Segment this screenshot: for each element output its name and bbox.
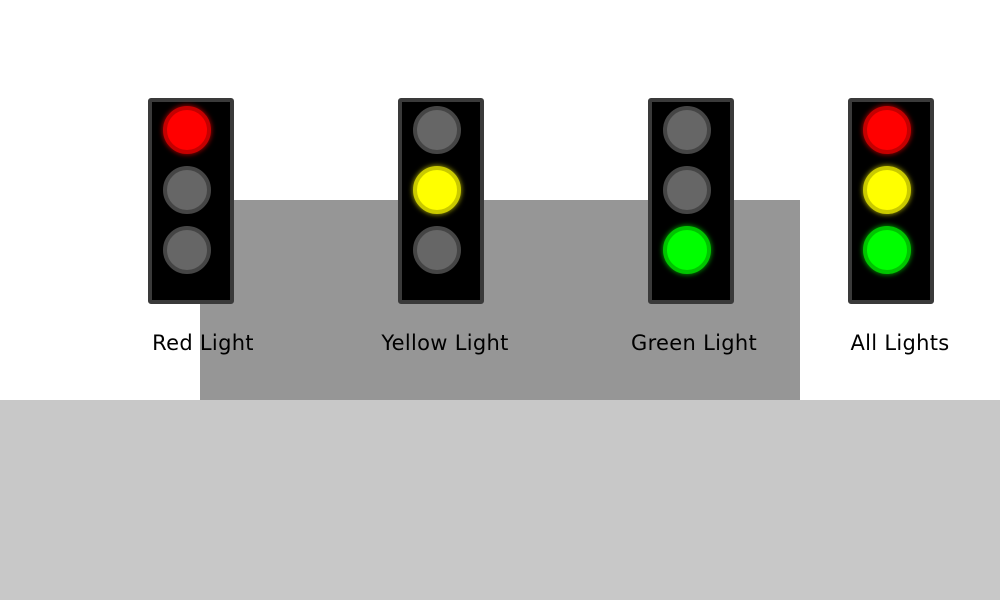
middle-lamp [413, 166, 461, 214]
middle-lamp [663, 166, 711, 214]
top-lamp [413, 106, 461, 154]
bottom-lamp [413, 226, 461, 274]
caption-green-light: Green Light [631, 331, 757, 355]
ground-strip [0, 400, 1000, 600]
top-lamp [163, 106, 211, 154]
caption-red-light: Red Light [152, 331, 254, 355]
traffic-light-housing [648, 98, 734, 304]
top-lamp [863, 106, 911, 154]
traffic-light-housing [398, 98, 484, 304]
bottom-lamp [663, 226, 711, 274]
bottom-lamp [863, 226, 911, 274]
middle-lamp [163, 166, 211, 214]
traffic-light-housing [148, 98, 234, 304]
traffic-light-green [648, 98, 734, 304]
traffic-light-housing [848, 98, 934, 304]
caption-yellow-light: Yellow Light [381, 331, 509, 355]
traffic-light-all [848, 98, 934, 304]
bottom-lamp [163, 226, 211, 274]
caption-all-lights: All Lights [850, 331, 950, 355]
traffic-light-yellow [398, 98, 484, 304]
middle-lamp [863, 166, 911, 214]
traffic-light-red [148, 98, 234, 304]
top-lamp [663, 106, 711, 154]
